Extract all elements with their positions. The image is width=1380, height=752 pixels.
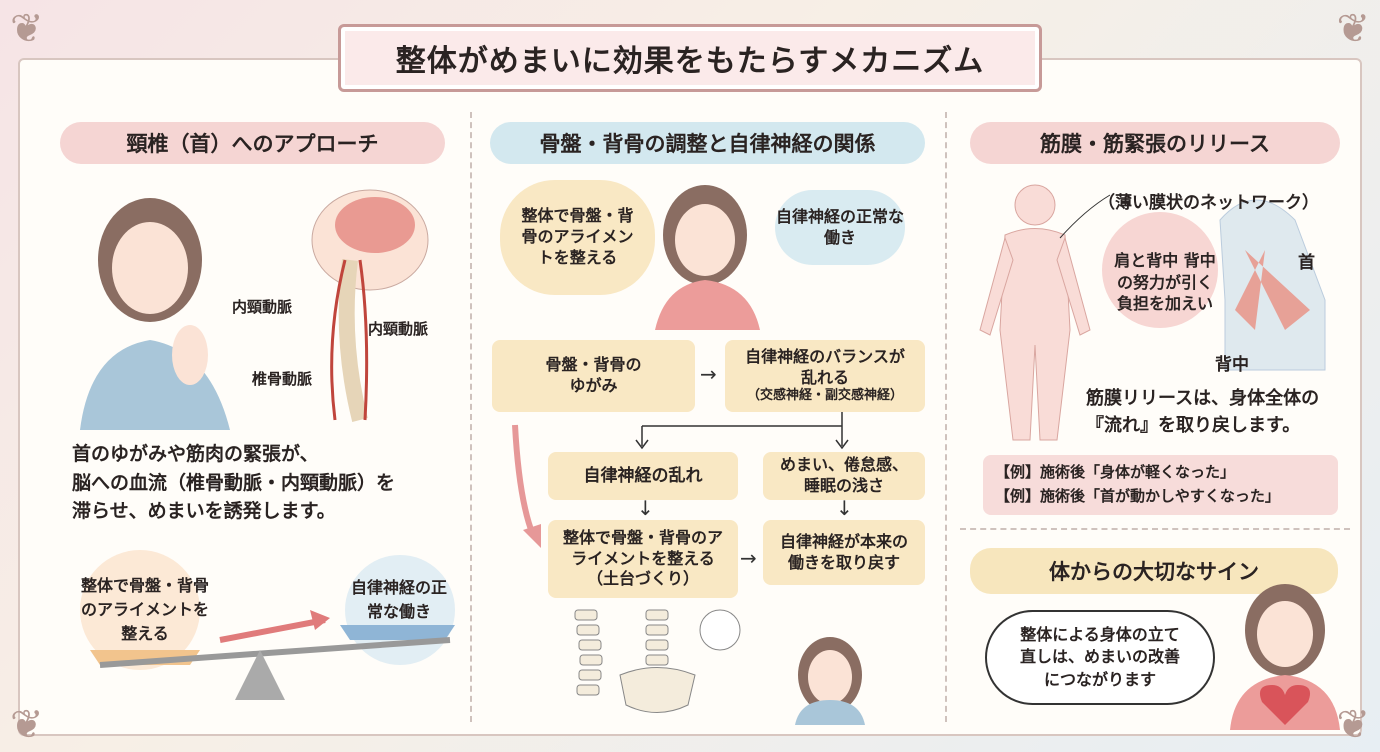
arrow-down-icon: ↓ — [637, 496, 654, 520]
arrow-right-icon: → — [700, 362, 717, 386]
bubble-alignment: 整体で骨盤・背骨のアライメントを整える — [500, 180, 655, 295]
woman-thinking-illustration — [655, 185, 760, 330]
section-header-fascia: 筋膜・筋緊張のリリース — [970, 122, 1340, 164]
label-internal-carotid: 内頸動脈 — [368, 320, 429, 338]
flow-balance-text: 自律神経のバランスが乱れる — [745, 346, 905, 387]
seesaw-illustration — [80, 550, 455, 700]
flow-alignment-subtext: （土台づくり） — [586, 569, 699, 589]
arrow-right-icon: → — [740, 546, 757, 570]
woman-neck-pain-illustration — [80, 189, 429, 430]
back-label: 背中 — [1215, 355, 1249, 375]
section-header-cervical: 頸椎（首）へのアプローチ — [60, 122, 445, 164]
example-item: 【例】施術後「身体が軽くなった」 — [995, 463, 1236, 481]
branch-connector — [635, 412, 849, 450]
network-label: （薄い膜状のネットワーク） — [1098, 193, 1319, 213]
flow-alignment-text: 整体で骨盤・背骨のアライメントを整える — [562, 527, 723, 568]
bubble-autonomic: 自律神経の正常な働き — [775, 190, 905, 265]
curved-arrow-icon — [512, 424, 541, 548]
flow-box-balance: 自律神経のバランスが乱れる （交感神経・副交感神経） — [725, 340, 925, 412]
seesaw-left-label: 整体で骨盤・背骨のアライメントを整える — [80, 576, 209, 643]
cervical-text-line: 首のゆがみや筋肉の緊張が、 — [72, 443, 319, 465]
flow-balance-subtext: （交感神経・副交感神経） — [746, 388, 903, 404]
arrow-down-icon: ↓ — [836, 496, 853, 520]
neck-label: 首 — [1298, 253, 1315, 273]
flow-box-symptoms: めまい、倦怠感、睡眠の浅さ — [763, 452, 925, 500]
page-title: 整体がめまいに効果をもたらすメカニズム — [338, 24, 1042, 92]
smiling-woman-heart-illustration — [1230, 584, 1340, 730]
flow-box-disorder: 自律神経の乱れ — [548, 452, 738, 500]
example-item: 【例】施術後「首が動かしやすくなった」 — [995, 487, 1280, 505]
cervical-text-line: 脳への血流（椎骨動脈・内頸動脈）を — [72, 471, 396, 494]
fascia-text-line: 『流れ』を取り戻します。 — [1086, 415, 1301, 436]
floral-ornament-icon: ❦ — [1336, 6, 1370, 52]
floral-ornament-icon: ❦ — [1336, 702, 1370, 748]
fascia-text-line: 筋膜リリースは、身体全体の — [1086, 388, 1320, 409]
floral-ornament-icon: ❦ — [10, 6, 44, 52]
section-header-sign: 体からの大切なサイン — [970, 548, 1338, 594]
flow-box-distortion: 骨盤・背骨のゆがみ — [492, 340, 695, 412]
section-header-pelvis-spine: 骨盤・背骨の調整と自律神経の関係 — [490, 122, 925, 164]
floral-ornament-icon: ❦ — [10, 702, 44, 748]
column-divider — [945, 112, 947, 722]
speech-bubble: 整体による身体の立て直しは、めまいの改善につながります — [985, 610, 1215, 705]
section-divider — [960, 528, 1350, 530]
fascia-body-illustration — [979, 184, 1326, 441]
flow-box-restore: 自律神経が本来の働きを取り戻す — [763, 520, 925, 585]
label-vertebral-artery: 椎骨動脈 — [252, 370, 313, 388]
seesaw-right-label: 自律神経の正常な働き — [350, 578, 447, 621]
spine-pelvis-illustration — [574, 609, 865, 725]
fascia-bubble-text: 肩と背中 背中の努力が引く負担を加えい — [1114, 251, 1216, 314]
label-internal-carotid: 内頸動脈 — [232, 298, 293, 316]
cervical-text-line: 滞らせ、めまいを誘発します。 — [72, 500, 336, 522]
column-divider — [470, 112, 472, 722]
examples-box: 【例】施術後「身体が軽くなった」 【例】施術後「首が動かしやすくなった」 — [983, 455, 1338, 515]
flow-box-alignment: 整体で骨盤・背骨のアライメントを整える （土台づくり） — [548, 520, 738, 598]
